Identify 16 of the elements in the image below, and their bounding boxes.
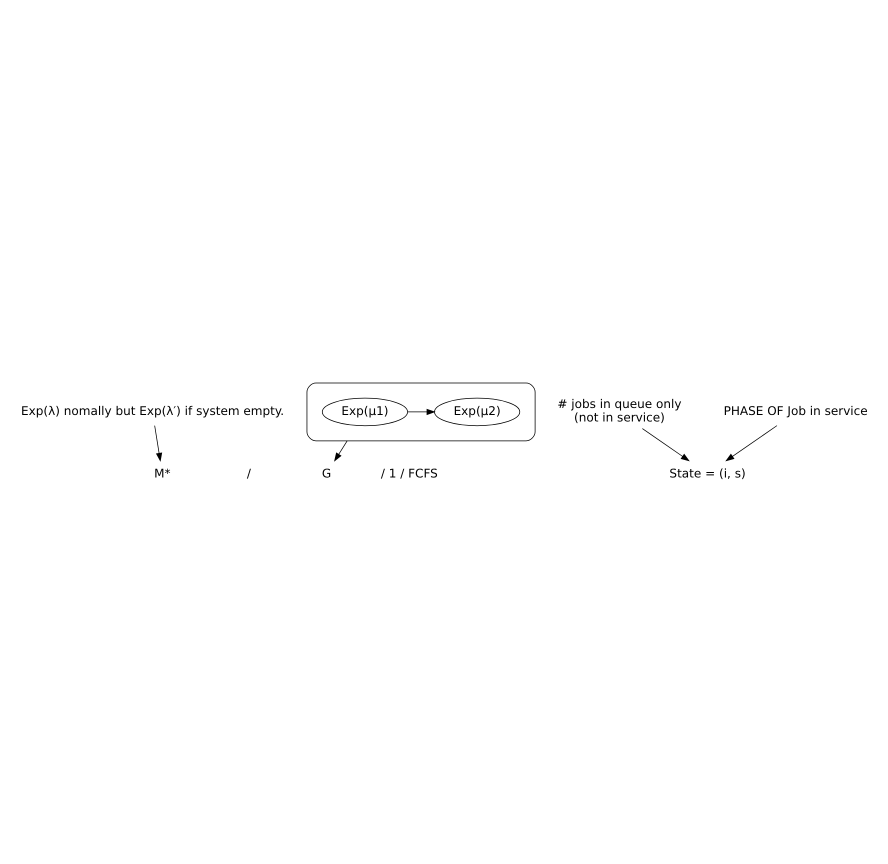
- arrow: [154, 424, 162, 462]
- node-ellipse: Exp(μ2): [434, 397, 520, 426]
- node-text: # jobs in queue only (not in service): [557, 396, 682, 424]
- node-text: State = (i, s): [669, 466, 746, 480]
- node-text: PHASE OF Job in service: [724, 403, 868, 418]
- node-ellipse: Exp(μ1): [322, 397, 408, 426]
- node-text: M*: [154, 466, 171, 480]
- cluster: [306, 382, 536, 441]
- arrow: [334, 440, 348, 462]
- node-text: G: [322, 466, 332, 480]
- label: /: [246, 466, 252, 480]
- arrow: [725, 424, 778, 461]
- arrow: [642, 428, 690, 461]
- label: / 1 / FCFS: [380, 466, 438, 480]
- node-text: Exp(λ) nomally but Exp(λ′) if system empty.: [21, 403, 284, 418]
- arrow: [407, 408, 436, 415]
